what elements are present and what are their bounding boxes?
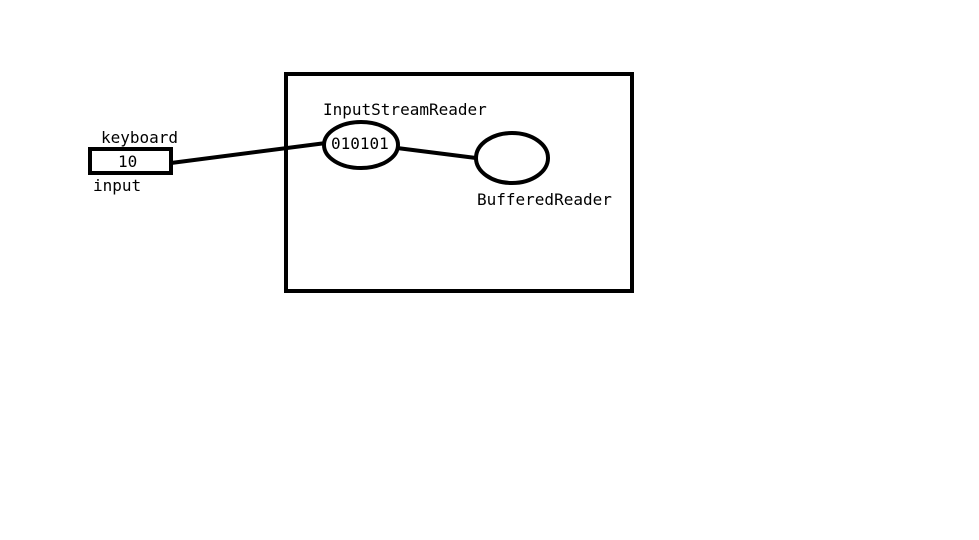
- reader-container-box: [284, 72, 634, 293]
- keyboard-input-box: [88, 147, 173, 175]
- input-stream-reader-ellipse: [322, 120, 400, 170]
- keyboard-to-isr-connector: [169, 141, 328, 165]
- keyboard-label: keyboard: [101, 128, 178, 147]
- input-label: input: [93, 176, 141, 195]
- input-stream-reader-label: InputStreamReader: [323, 100, 487, 119]
- buffered-reader-label: BufferedReader: [477, 190, 612, 209]
- isr-to-br-connector: [395, 146, 478, 160]
- buffered-reader-ellipse: [474, 131, 550, 185]
- input-box-value: 10: [118, 152, 137, 171]
- input-stream-reader-bits: 010101: [331, 134, 389, 153]
